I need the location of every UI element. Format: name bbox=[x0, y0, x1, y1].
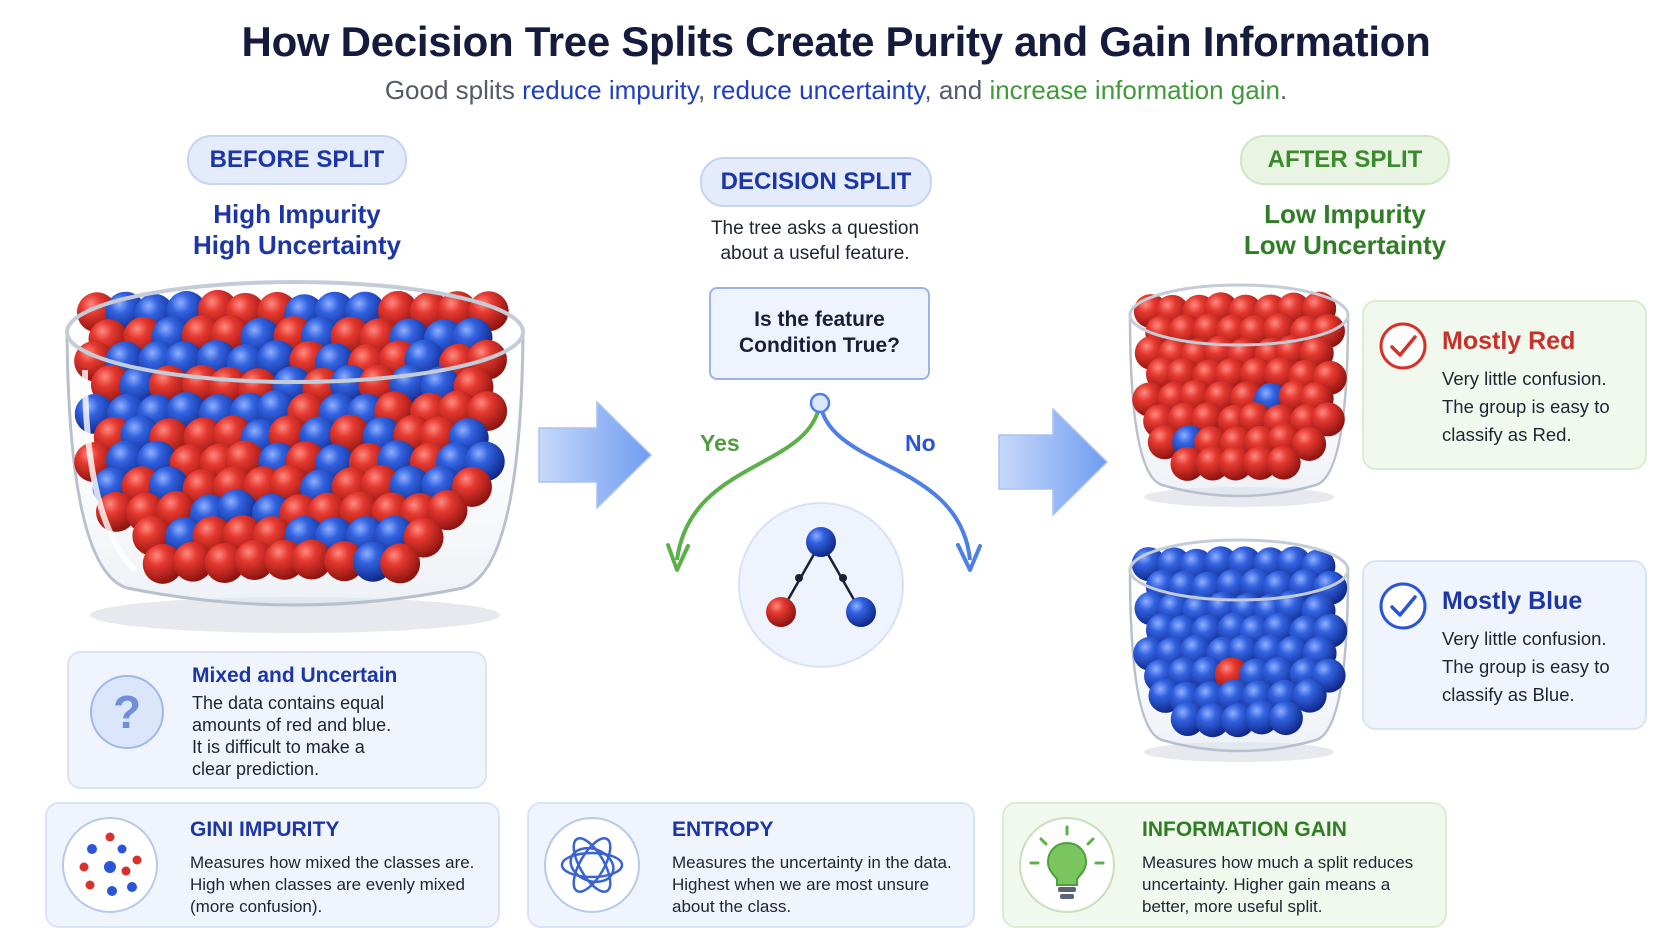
red-ball bbox=[1266, 445, 1301, 480]
before-split-pill: BEFORE SPLIT bbox=[187, 135, 407, 185]
mixed-balls bbox=[74, 289, 509, 584]
question-icon: ? bbox=[90, 675, 164, 749]
gini-text: Measures how mixed the classes are. High… bbox=[190, 853, 475, 916]
entropy-text: Measures the uncertainty in the data. Hi… bbox=[672, 853, 952, 916]
red-ball bbox=[1170, 446, 1205, 481]
red-ball bbox=[172, 541, 213, 582]
red-ball bbox=[324, 541, 365, 582]
blue-ball bbox=[1292, 678, 1327, 713]
before-impurity-label: High Impurity bbox=[213, 199, 381, 229]
decision-split-pill: DECISION SPLIT bbox=[700, 157, 932, 207]
blue-ball bbox=[1170, 702, 1205, 737]
check-circle-icon-blue bbox=[1379, 582, 1427, 630]
mostly-red-title: Mostly Red bbox=[1442, 327, 1576, 355]
mixed-card-title: Mixed and Uncertain bbox=[192, 664, 398, 687]
right-arrow-icon-2 bbox=[998, 407, 1109, 517]
question-box: Is the feature Condition True? bbox=[709, 287, 930, 380]
page-subtitle: Good splits reduce impurity, reduce unce… bbox=[384, 75, 1288, 105]
red-ball bbox=[1292, 426, 1327, 461]
red-ball bbox=[204, 542, 245, 583]
yes-arrowhead bbox=[666, 543, 690, 572]
entropy-title: ENTROPY bbox=[672, 818, 774, 841]
scatter-dots-icon bbox=[62, 817, 158, 913]
split-desc-1: The tree asks a question bbox=[710, 218, 920, 239]
tree-icon bbox=[738, 502, 904, 668]
split-node bbox=[809, 392, 831, 414]
mixed-card-text: The data contains equal amounts of red a… bbox=[192, 693, 392, 779]
red-bowl-balls bbox=[1132, 291, 1347, 481]
yes-branch bbox=[675, 402, 822, 561]
blue-ball bbox=[1268, 701, 1303, 736]
no-label: No bbox=[905, 430, 936, 456]
mostly-red-text: Very little confusion. The group is easy… bbox=[1442, 368, 1610, 445]
yes-label: Yes bbox=[700, 430, 740, 456]
split-branches bbox=[666, 392, 982, 572]
mixed-bowl bbox=[65, 280, 525, 633]
blue-bowl bbox=[1128, 538, 1350, 762]
blue-ball bbox=[1244, 700, 1279, 735]
page-title: How Decision Tree Splits Create Purity a… bbox=[241, 18, 1431, 65]
red-ball bbox=[1243, 445, 1278, 480]
no-arrowhead bbox=[956, 543, 982, 572]
red-ball bbox=[1310, 402, 1345, 437]
bowl-rim bbox=[65, 280, 525, 384]
red-ball bbox=[291, 539, 332, 580]
red-ball bbox=[380, 543, 421, 584]
split-desc-2: about a useful feature. bbox=[720, 243, 910, 264]
red-ball bbox=[329, 414, 370, 455]
blue-ball bbox=[1190, 656, 1225, 691]
mostly-blue-text: Very little confusion. The group is easy… bbox=[1442, 628, 1610, 705]
information-gain-title: INFORMATION GAIN bbox=[1142, 818, 1347, 841]
mostly-blue-title: Mostly Blue bbox=[1442, 587, 1583, 615]
red-ball bbox=[427, 490, 468, 531]
after-uncertainty-label: Low Uncertainty bbox=[1243, 230, 1447, 260]
gini-title: GINI IMPURITY bbox=[190, 818, 340, 841]
before-uncertainty-label: High Uncertainty bbox=[192, 230, 402, 260]
question-line-2: Condition True? bbox=[739, 334, 900, 357]
red-bowl bbox=[1128, 283, 1350, 507]
check-circle-icon bbox=[1379, 322, 1427, 370]
red-ball bbox=[90, 364, 131, 405]
bowl-shadow bbox=[90, 597, 500, 633]
blue-ball bbox=[1195, 703, 1230, 738]
atom-icon bbox=[544, 817, 640, 913]
red-ball bbox=[403, 517, 444, 558]
mostly-red-card bbox=[1362, 300, 1647, 470]
question-line-1: Is the feature bbox=[754, 308, 885, 331]
red-ball bbox=[1218, 446, 1253, 481]
red-ball bbox=[234, 540, 275, 581]
blue-bowl-balls bbox=[1131, 546, 1348, 738]
information-gain-text: Measures how much a split reduces uncert… bbox=[1142, 853, 1414, 916]
lightbulb-icon bbox=[1019, 817, 1115, 913]
after-split-pill: AFTER SPLIT bbox=[1240, 135, 1450, 185]
after-impurity-label: Low Impurity bbox=[1264, 199, 1426, 229]
red-ball bbox=[142, 543, 183, 584]
no-branch bbox=[818, 402, 972, 561]
svg-text:?: ? bbox=[113, 686, 141, 738]
red-ball bbox=[1147, 425, 1182, 460]
right-arrow-icon bbox=[538, 400, 653, 510]
